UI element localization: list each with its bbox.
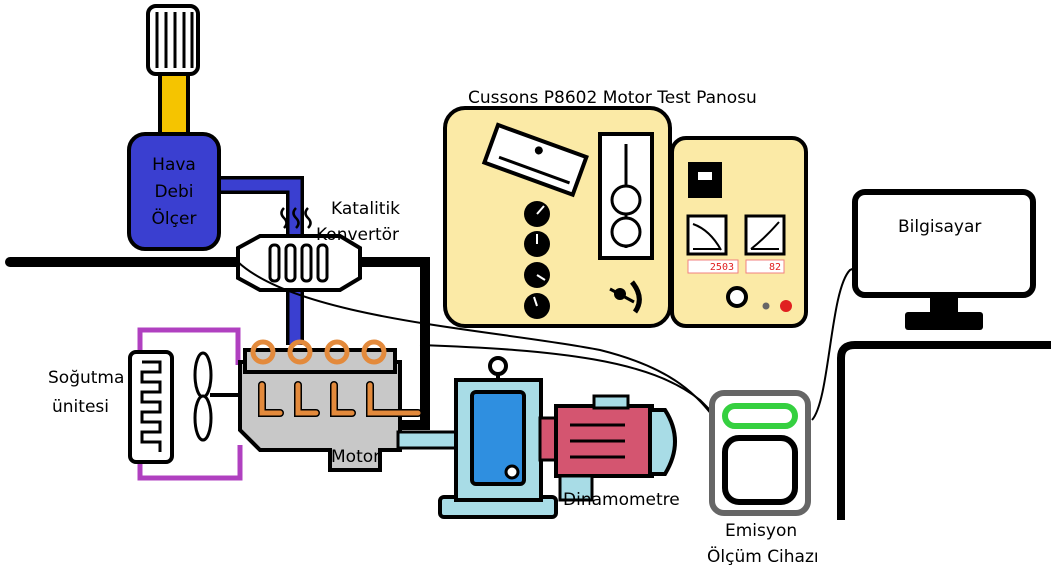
emission-analyzer [709,390,811,516]
computer-desk [837,341,1051,520]
panel-title: Cussons P8602 Motor Test Panosu [468,88,757,108]
monitor-icon: Bilgisayar [852,189,1036,330]
heat-waves-icon [280,207,312,229]
status-led-red [780,300,792,312]
power-button [726,286,748,308]
exhaust-pipe [5,257,430,430]
readout-right: 82 [769,262,781,273]
throttle-lever [481,122,589,198]
intake-duct-yellow [158,72,190,138]
engine-label: Motor [331,447,380,467]
radiator-icon [128,350,174,464]
fan-icon [193,351,245,442]
electric-motor-icon [538,394,677,502]
flowmeter-label-3: Ölçer [152,207,197,229]
computer-label: Bilgisayar [898,217,981,237]
flowmeter-label-1: Hava [152,155,196,175]
cooling-label-2: ünitesi [52,397,109,417]
drive-shaft [396,430,460,450]
selector-switch [609,280,642,314]
status-led-gray [762,302,770,310]
slide-control [598,132,654,260]
instrument-panel: 2503 82 [670,136,808,328]
emission-label-2: Ölçüm Cihazı [707,545,819,567]
catalytic-converter [236,234,362,292]
air-filter-icon [146,4,200,76]
engine-icon: Motor [238,339,422,472]
emission-label-1: Emisyon [725,521,797,541]
coolant-pipe [137,327,243,481]
catalytic-label-2: Konvertör [316,225,399,245]
air-flow-meter: Hava Debi Ölçer [127,132,221,251]
flowmeter-label-2: Debi [154,182,193,202]
gauge-icon [686,214,786,256]
dynamometer-icon [438,356,558,519]
test-panel [443,106,672,328]
cooling-label-1: Soğutma [48,368,124,388]
catalytic-label-1: Katalitik [331,199,400,219]
readout-left: 2503 [710,262,734,273]
dyno-label: Dinamometre [563,490,680,510]
